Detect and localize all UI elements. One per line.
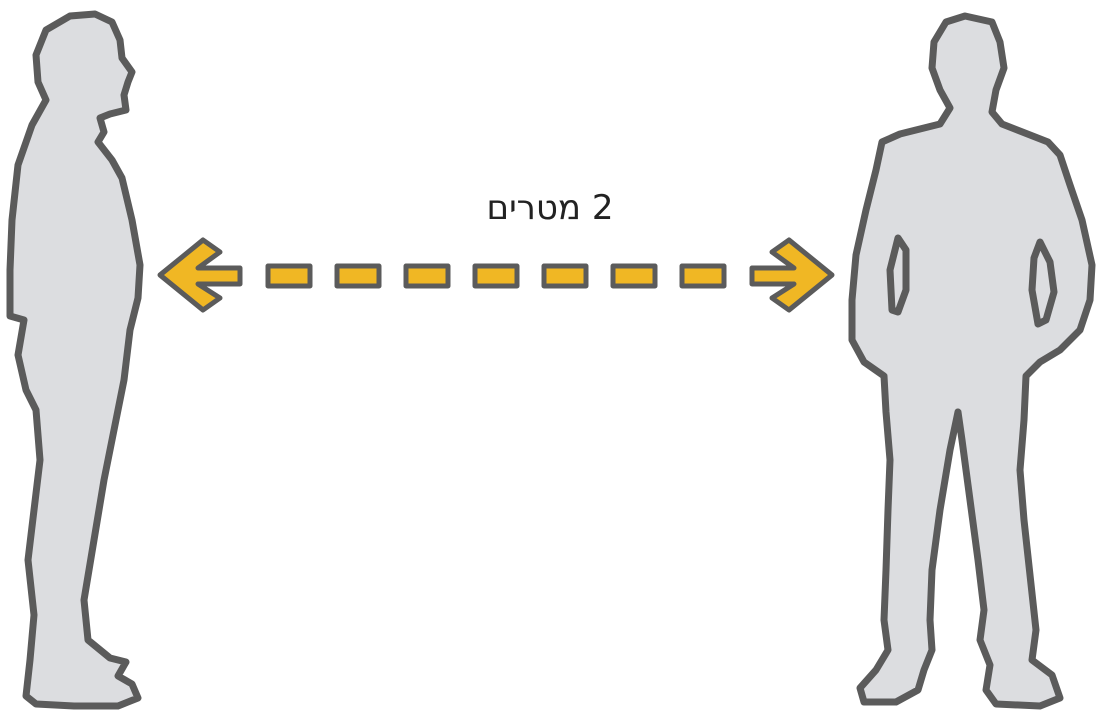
- right-person-left-pocket: [886, 234, 910, 316]
- dash-segment: [472, 263, 520, 289]
- dash-segment: [541, 263, 589, 289]
- right-person-silhouette: [848, 12, 1096, 710]
- dash-segment: [265, 263, 313, 289]
- left-person-silhouette: [6, 10, 144, 710]
- dash-segment: [679, 263, 727, 289]
- right-arrowhead-icon: [749, 237, 835, 313]
- distance-label: 2 מטרים: [486, 188, 614, 228]
- left-arrowhead-icon: [157, 237, 243, 313]
- dash-segment: [610, 263, 658, 289]
- dash-segment: [334, 263, 382, 289]
- right-person-right-pocket: [1028, 238, 1058, 328]
- dash-segment: [403, 263, 451, 289]
